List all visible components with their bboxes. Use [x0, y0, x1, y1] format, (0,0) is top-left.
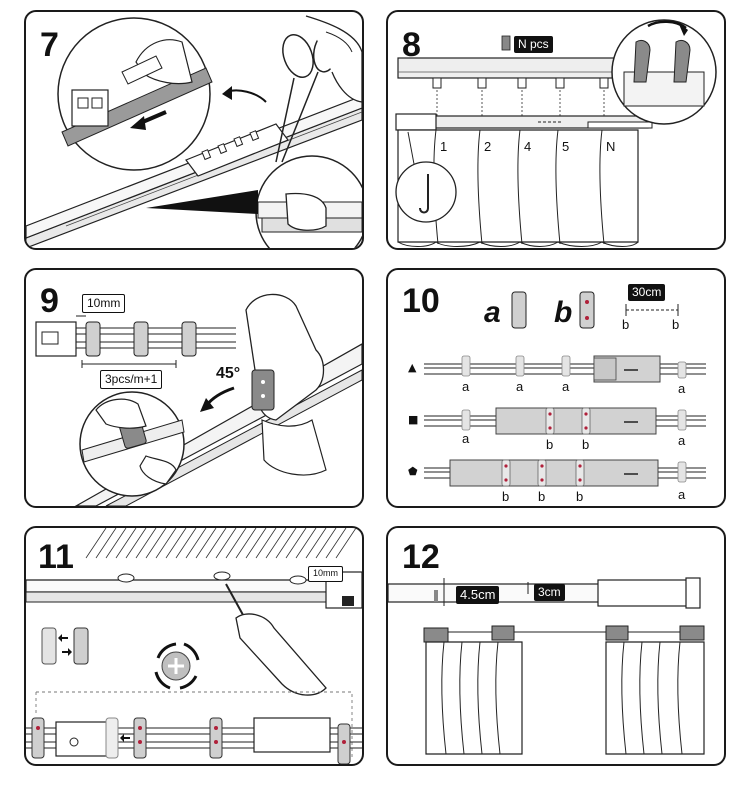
row2-label-4: a [678, 433, 686, 448]
step-10-number: 10 [402, 282, 440, 320]
step-10-panel: 10 a b 30cm b b ▲ a a a a ■ a b b a ⬟ b … [386, 268, 726, 508]
hook-label-4: 4 [524, 139, 532, 154]
row1-label-1: a [462, 379, 470, 394]
row3-label-2: b [538, 489, 546, 504]
hook-label-1: 1 [440, 139, 448, 154]
row1-label-4: a [678, 381, 686, 396]
n-pcs-tag: N pcs [514, 36, 553, 54]
step-8-illustration [395, 19, 717, 247]
row2-label-3: b [582, 437, 590, 452]
step-9-illustration [35, 293, 362, 506]
hook-label-5: 5 [562, 139, 570, 154]
gap-10mm-tag: 10mm [82, 294, 126, 314]
distance-tag: 30cm [628, 284, 666, 302]
step-7-panel: 7 [24, 10, 364, 250]
step-7-number: 7 [40, 26, 59, 64]
step-12-number: 12 [402, 538, 440, 576]
row1-label-3: a [562, 379, 570, 394]
hook-label-2: 2 [484, 139, 492, 154]
hook-label-n: N [606, 139, 616, 154]
row1-label-2: a [516, 379, 524, 394]
step-11-panel: 11 10mm [24, 526, 364, 766]
step-9-panel: 9 10mm 3pcs/m+1 45° [24, 268, 364, 508]
step-7-illustration [26, 15, 362, 248]
step-10-illustration [424, 291, 706, 487]
height-tag-4-5cm: 4.5cm [456, 586, 500, 605]
gap-tag-11: 10mm [308, 566, 344, 582]
step-12-panel: 12 4.5cm 3cm [386, 526, 726, 766]
row3-label-3: b [576, 489, 584, 504]
runner-type-b: b [554, 296, 573, 329]
spacing-tag: 3pcs/m+1 [100, 370, 163, 390]
distance-end-left: b [622, 317, 630, 332]
runner-type-a: a [484, 296, 501, 329]
row3-label-1: b [502, 489, 510, 504]
step-11-illustration [26, 528, 362, 764]
step-8-panel: 8 N pcs 1 2 4 5 N [386, 10, 726, 250]
row2-label-2: b [546, 437, 554, 452]
step-8-number: 8 [402, 26, 421, 64]
step-11-number: 11 [38, 538, 74, 576]
row2-label-1: a [462, 431, 470, 446]
row1-symbol: ▲ [408, 361, 417, 374]
row2-symbol: ■ [408, 413, 419, 426]
row3-label-4: a [678, 487, 686, 502]
step-9-number: 9 [40, 282, 59, 320]
row3-symbol: ⬟ [408, 465, 418, 478]
angle-label: 45° [216, 365, 241, 382]
height-tag-3cm: 3cm [534, 584, 565, 602]
distance-end-right: b [672, 317, 680, 332]
